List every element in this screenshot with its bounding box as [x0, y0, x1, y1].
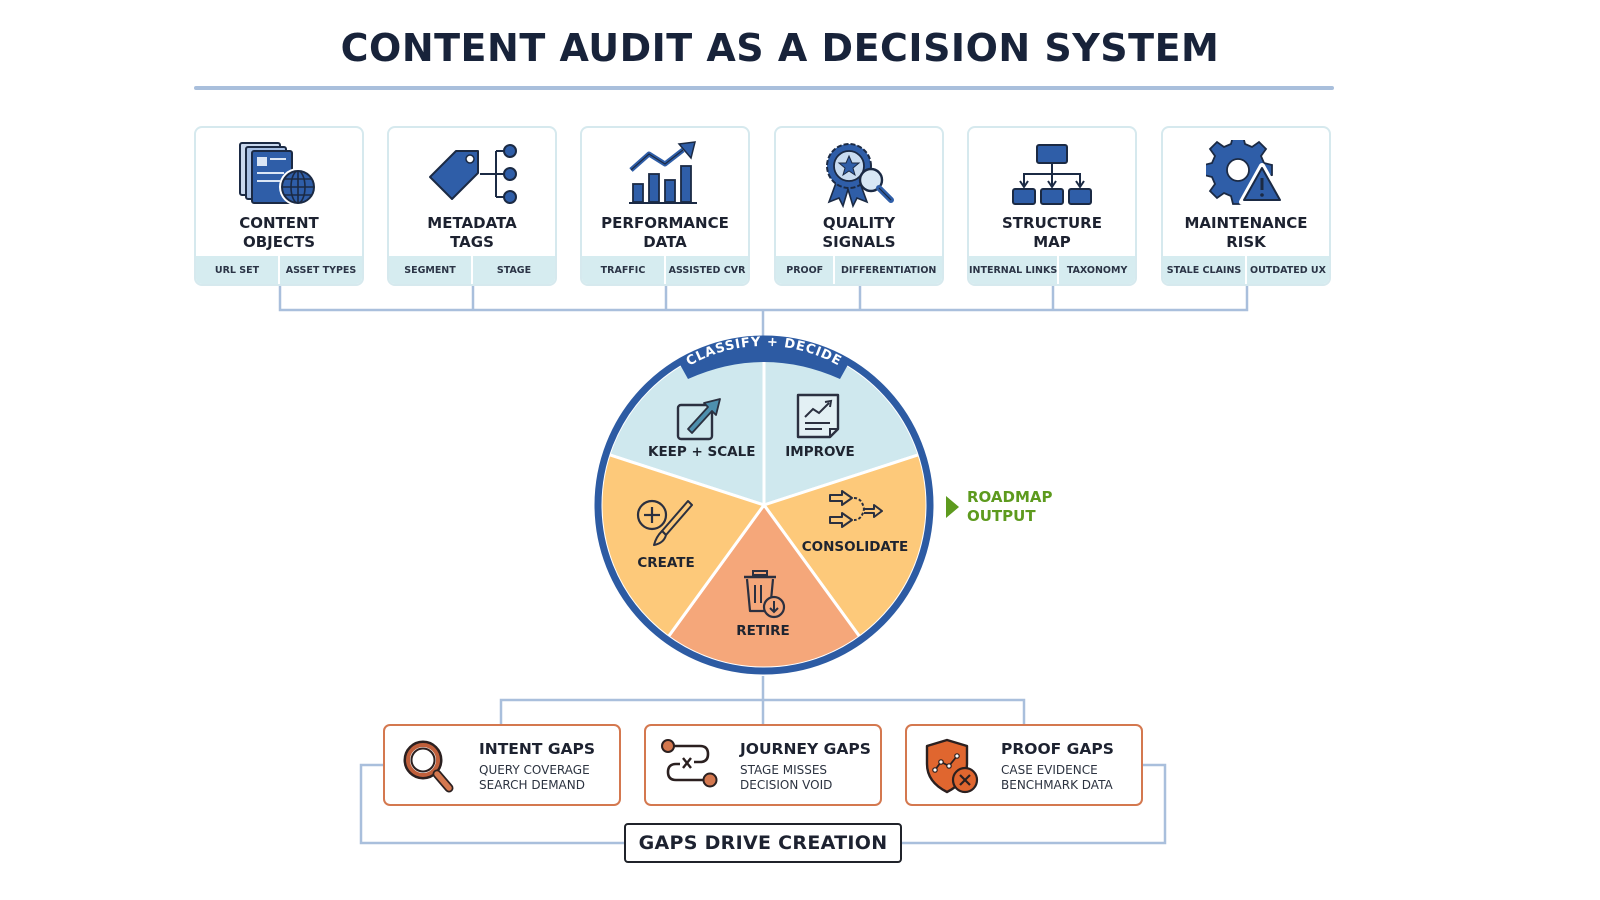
shield-x-icon	[925, 738, 979, 794]
title-divider	[194, 86, 1334, 90]
decision-wheel: CLASSIFY + DECIDE	[592, 333, 936, 677]
input-connector	[278, 286, 1249, 312]
gear-warning-icon	[1163, 138, 1329, 210]
gaps-drive-creation-label: GAPS DRIVE CREATION	[624, 823, 902, 863]
input-tag: OUTDATED UX	[1245, 256, 1329, 284]
input-tag: SEGMENT	[404, 264, 456, 276]
banner-ribbon	[678, 341, 850, 379]
input-tag: DIFFERENTIATION	[833, 256, 942, 284]
segment-label-retire[interactable]: RETIRE	[736, 623, 790, 639]
document-trend-icon	[796, 393, 840, 439]
roadmap-line1: ROADMAP	[967, 488, 1053, 506]
segment-label-keep-scale[interactable]: KEEP + SCALE	[648, 444, 756, 460]
segment-label-create[interactable]: CREATE	[637, 555, 695, 571]
input-tag: PROOF	[786, 264, 824, 276]
documents-globe-icon	[196, 138, 362, 210]
gap-title: INTENT GAPS	[479, 740, 596, 758]
merge-arrows-icon	[829, 490, 883, 528]
page-title: CONTENT AUDIT AS A DECISION SYSTEM	[340, 26, 1220, 70]
input-tag: INTERNAL LINKS	[969, 264, 1058, 276]
roadmap-line2: OUTPUT	[967, 507, 1036, 525]
input-tag: TRAFFIC	[600, 264, 646, 276]
input-tag: ASSISTED CVR	[664, 256, 748, 284]
input-tag: STAGE	[471, 256, 555, 284]
segment-label-improve[interactable]: IMPROVE	[785, 444, 855, 460]
plus-brush-icon	[636, 499, 693, 546]
input-tag: TAXONOMY	[1057, 256, 1135, 284]
magnifier-icon	[403, 740, 454, 793]
bar-chart-trend-icon	[582, 138, 748, 210]
gap-title: JOURNEY GAPS	[740, 740, 871, 758]
segment-label-consolidate[interactable]: CONSOLIDATE	[801, 539, 909, 555]
award-magnifier-icon	[776, 138, 942, 210]
trash-download-icon	[744, 570, 786, 619]
tag-tree-icon	[389, 138, 555, 210]
gap-connector	[499, 676, 1026, 724]
external-arrow-icon	[676, 398, 721, 441]
path-x-icon	[661, 739, 718, 788]
input-tag: URL SET	[214, 264, 260, 276]
gap-title: PROOF GAPS	[1001, 740, 1114, 758]
hierarchy-icon	[969, 138, 1135, 210]
roadmap-output: ROADMAP OUTPUT	[946, 488, 1053, 526]
input-tag: STALE CLAINS	[1166, 264, 1242, 276]
input-tag: ASSET TYPES	[278, 256, 362, 284]
play-triangle-icon	[946, 496, 959, 518]
